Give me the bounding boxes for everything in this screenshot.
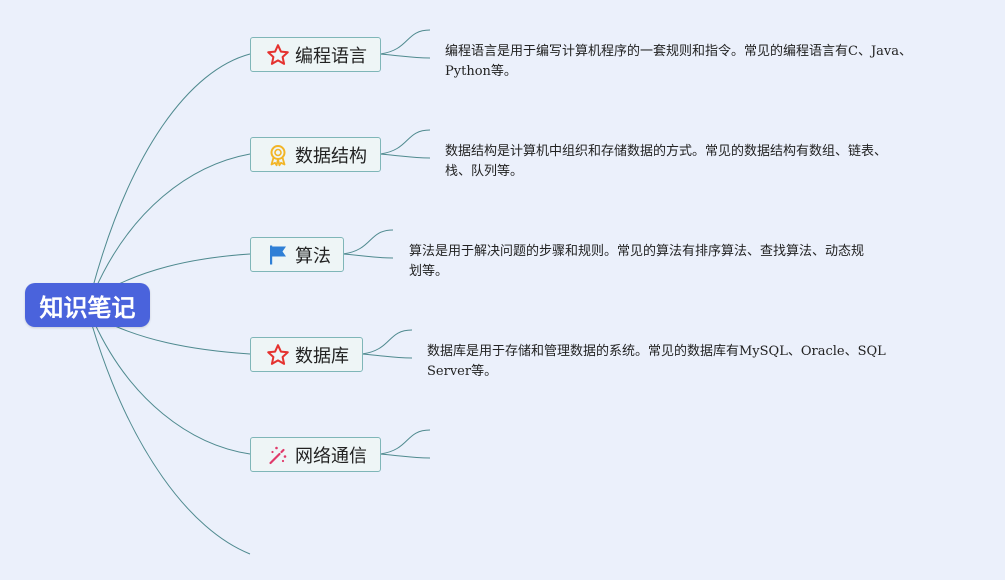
topic-label: 数据结构 bbox=[295, 145, 367, 167]
description-line: 编程语言是用于编写计算机程序的一套规则和指令。常见的编程语言有C、Java、 bbox=[445, 44, 913, 59]
topic-label: 编程语言 bbox=[295, 45, 367, 67]
connector-topic-3-desc-lower bbox=[342, 253, 394, 259]
description-line: Python等。 bbox=[445, 64, 517, 79]
connector-topic-2-desc-lower bbox=[379, 153, 431, 159]
description-line: Server等。 bbox=[427, 364, 498, 379]
connector-root-topic-2 bbox=[93, 153, 251, 293]
description-line: 数据结构是计算机中组织和存储数据的方式。常见的数据结构有数组、链表、 bbox=[445, 144, 888, 159]
topic-label: 算法 bbox=[295, 245, 331, 267]
connector-topic-5-desc bbox=[379, 429, 431, 455]
connector-topic-1-desc-lower bbox=[379, 53, 431, 59]
connector-root-topic-5 bbox=[93, 321, 251, 455]
topic-data-structures[interactable]: 数据结构 bbox=[250, 137, 381, 172]
description-line: 算法是用于解决问题的步骤和规则。常见的算法有排序算法、查找算法、动态规 bbox=[409, 244, 865, 259]
root-topic[interactable]: 知识笔记 bbox=[25, 283, 150, 327]
topic-label: 网络通信 bbox=[295, 445, 367, 467]
topic-description: 编程语言是用于编写计算机程序的一套规则和指令。常见的编程语言有C、Java、 P… bbox=[445, 42, 912, 82]
description-line: 栈、队列等。 bbox=[445, 164, 524, 179]
star-outline-icon bbox=[265, 342, 291, 368]
connector-topic-2-desc bbox=[379, 129, 431, 155]
sparkle-wand-icon bbox=[265, 442, 291, 468]
root-topic-label: 知识笔记 bbox=[39, 293, 136, 322]
topic-algorithms[interactable]: 算法 bbox=[250, 237, 344, 272]
topic-description: 算法是用于解决问题的步骤和规则。常见的算法有排序算法、查找算法、动态规 划等。 bbox=[409, 242, 864, 282]
award-medal-icon bbox=[265, 142, 291, 168]
connector-topic-3-desc bbox=[342, 229, 394, 255]
topic-programming-languages[interactable]: 编程语言 bbox=[250, 37, 381, 72]
connector-root-empty bbox=[91, 324, 251, 555]
connector-topic-5-desc-lower bbox=[379, 453, 431, 459]
connector-topic-4-desc bbox=[361, 329, 413, 355]
topic-network-communication[interactable]: 网络通信 bbox=[250, 437, 381, 472]
topic-description: 数据结构是计算机中组织和存储数据的方式。常见的数据结构有数组、链表、 栈、队列等… bbox=[445, 142, 887, 182]
connector-root-topic-1 bbox=[91, 53, 251, 291]
star-outline-icon bbox=[265, 42, 291, 68]
topic-description: 数据库是用于存储和管理数据的系统。常见的数据库有MySQL、Oracle、SQL… bbox=[427, 342, 886, 382]
description-line: 划等。 bbox=[409, 264, 449, 279]
flag-icon bbox=[265, 242, 291, 268]
connector-topic-1-desc bbox=[379, 29, 431, 55]
topic-databases[interactable]: 数据库 bbox=[250, 337, 363, 372]
connector-topic-4-desc-lower bbox=[361, 353, 413, 359]
description-line: 数据库是用于存储和管理数据的系统。常见的数据库有MySQL、Oracle、SQL bbox=[427, 344, 886, 359]
topic-label: 数据库 bbox=[295, 345, 349, 367]
